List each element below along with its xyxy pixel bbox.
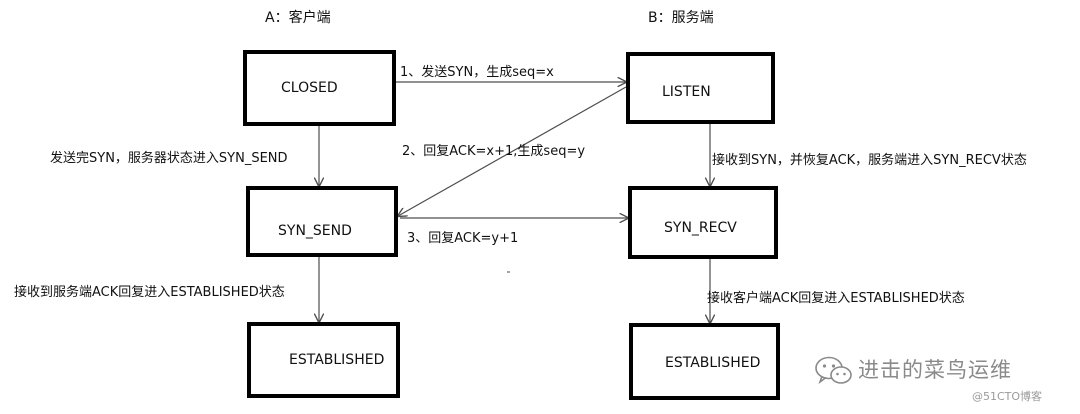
server-header: B：服务端 <box>648 10 714 26</box>
server-established-label: ESTABLISHED <box>665 355 761 371</box>
watermark: 进击的菜鸟运维 @51CTO博客 <box>808 352 1076 412</box>
client-syn-send-box: SYN_SEND <box>246 186 398 257</box>
step3-label: 3、回复ACK=y+1 <box>407 231 519 246</box>
client-established-label: ESTABLISHED <box>289 352 385 368</box>
server-listen-box: LISTEN <box>626 52 775 124</box>
watermark-source: @51CTO博客 <box>972 390 1043 403</box>
server-listen-to-syn-recv-label: 接收到SYN，并恢复ACK，服务端进入SYN_RECV状态 <box>712 153 1027 168</box>
watermark-brand: 进击的菜鸟运维 <box>858 358 1012 382</box>
client-syn-send-to-established-label: 接收到服务端ACK回复进入ESTABLISHED状态 <box>14 285 285 300</box>
server-established-box: ESTABLISHED <box>629 323 780 400</box>
client-syn-send-label: SYN_SEND <box>278 223 352 239</box>
client-header: A：客户端 <box>265 10 331 26</box>
client-closed-to-syn-send-label: 发送完SYN，服务器状态进入SYN_SEND <box>50 151 288 166</box>
server-syn-recv-label: SYN_RECV <box>664 220 737 236</box>
client-closed-box: CLOSED <box>243 50 396 126</box>
server-listen-label: LISTEN <box>662 84 711 100</box>
server-syn-recv-box: SYN_RECV <box>628 186 778 259</box>
step2-ack-arrow <box>398 86 627 216</box>
server-syn-recv-to-established-label: 接收客户端ACK回复进入ESTABLISHED状态 <box>707 291 965 306</box>
step2-label: 2、回复ACK=x+1,生成seq=y <box>402 144 586 159</box>
wechat-icon <box>815 356 852 385</box>
client-established-box: ESTABLISHED <box>247 322 400 398</box>
step1-label: 1、发送SYN，生成seq=x <box>400 65 554 80</box>
client-closed-label: CLOSED <box>281 80 338 96</box>
